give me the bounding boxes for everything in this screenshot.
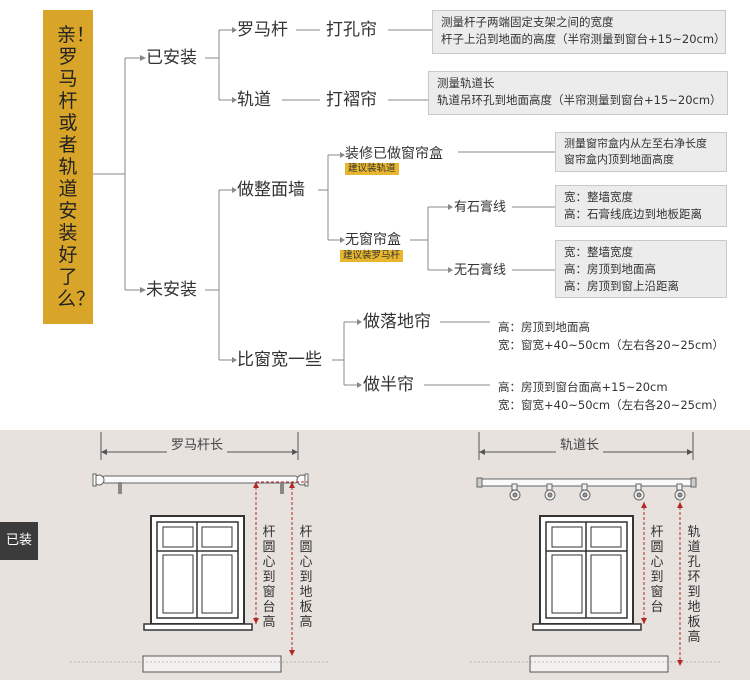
- rod-length-label: 罗马杆长: [167, 434, 228, 453]
- right-window-shape: [532, 515, 642, 631]
- with-plaster-measure-box: 宽：整墙宽度 高：石膏线底边到地板距离: [555, 185, 727, 227]
- track-label: 轨道: [237, 90, 271, 110]
- track-length-label: 轨道长: [556, 434, 604, 453]
- illustration-drawing: [70, 432, 720, 673]
- track-to-floor-label: 轨道孔环到地板高: [687, 525, 701, 645]
- left-window-shape: [143, 515, 253, 631]
- wider-than-window-label: 比窗宽一些: [237, 350, 322, 370]
- track-measure-line-2: 轨道吊环孔到地面高度（半帘测量到窗台+15~20cm）: [437, 93, 722, 107]
- without-plaster-line-3: 高：房顶到窗上沿距离: [564, 279, 679, 293]
- without-plaster-measure-box: 宽：整墙宽度 高：房顶到地面高 高：房顶到窗上沿距离: [555, 240, 727, 298]
- floor-curtain-measure: 高：房顶到地面高 宽：窗宽+40~50cm（左右各20~25cm）: [498, 318, 724, 354]
- curtain-box-line-2: 窗帘盒内顶到地面高度: [564, 153, 674, 166]
- measurement-illustration: 罗马杆长 轨道长 杆圆心到窗台高 杆圆心到地板高 杆圆心到窗台 轨道孔环到地板高: [0, 430, 750, 680]
- rod-style-label: 打孔帘: [326, 20, 377, 40]
- curtain-box-tag: 建议装轨道: [345, 163, 399, 175]
- track-to-sill-label: 杆圆心到窗台: [650, 525, 664, 615]
- right-floor-shape: [529, 655, 669, 673]
- left-floor-shape: [142, 655, 282, 673]
- rod-to-sill-label: 杆圆心到窗台高: [262, 525, 276, 630]
- rod-to-floor-label: 杆圆心到地板高: [299, 525, 313, 630]
- without-plaster-label: 无石膏线: [454, 263, 507, 278]
- flush-wall-label: 做整面墙: [237, 180, 305, 200]
- question-banner: 亲！罗马杆或者轨道安装好了么？: [43, 10, 96, 324]
- half-curtain-line-1: 高：房顶到窗台面高+15~20cm: [498, 380, 668, 394]
- installed-label: 已安装: [146, 48, 197, 68]
- installed-badge: 已装: [0, 522, 38, 560]
- without-plaster-line-1: 宽：整墙宽度: [564, 245, 633, 259]
- rod-label: 罗马杆: [237, 20, 288, 40]
- roman-rod-shape: [92, 473, 309, 494]
- with-plaster-line-1: 宽：整墙宽度: [564, 190, 633, 204]
- no-curtain-box-label: 无窗帘盒: [345, 232, 401, 248]
- floor-curtain-label: 做落地帘: [363, 312, 431, 332]
- tree-connectors: [93, 27, 555, 388]
- no-curtain-box-tag: 建议装罗马杆: [340, 250, 404, 262]
- half-curtain-measure: 高：房顶到窗台面高+15~20cm 宽：窗宽+40~50cm（左右各20~25c…: [498, 378, 724, 414]
- track-measure-box: 测量轨道长 轨道吊环孔到地面高度（半帘测量到窗台+15~20cm）: [428, 71, 728, 115]
- track-rings: [509, 483, 686, 501]
- track-measure-line-1: 测量轨道长: [437, 76, 495, 90]
- not-installed-label: 未安装: [146, 280, 197, 300]
- curtain-box-line-1: 测量窗帘盒内从左至右净长度: [564, 137, 707, 150]
- half-curtain-label: 做半帘: [363, 375, 414, 395]
- with-plaster-line-2: 高：石膏线底边到地板距离: [564, 207, 702, 221]
- floor-curtain-line-1: 高：房顶到地面高: [498, 320, 590, 334]
- question-text: 亲！罗马杆或者轨道安装好了么？: [57, 24, 96, 310]
- half-curtain-line-2: 宽：窗宽+40~50cm（左右各20~25cm）: [498, 398, 724, 412]
- curtain-box-measure-box: 测量窗帘盒内从左至右净长度 窗帘盒内顶到地面高度: [555, 132, 727, 172]
- without-plaster-line-2: 高：房顶到地面高: [564, 262, 656, 276]
- track-style-label: 打褶帘: [326, 90, 377, 110]
- floor-curtain-line-2: 宽：窗宽+40~50cm（左右各20~25cm）: [498, 338, 724, 352]
- curtain-box-label: 装修已做窗帘盒: [345, 146, 443, 162]
- rod-measure-line-2: 杆子上沿到地面的高度（半帘测量到窗台+15~20cm）: [441, 32, 726, 46]
- with-plaster-label: 有石膏线: [454, 200, 507, 215]
- rod-measure-line-1: 测量杆子两端固定支架之间的宽度: [441, 15, 614, 29]
- rod-measure-box: 测量杆子两端固定支架之间的宽度 杆子上沿到地面的高度（半帘测量到窗台+15~20…: [432, 10, 726, 54]
